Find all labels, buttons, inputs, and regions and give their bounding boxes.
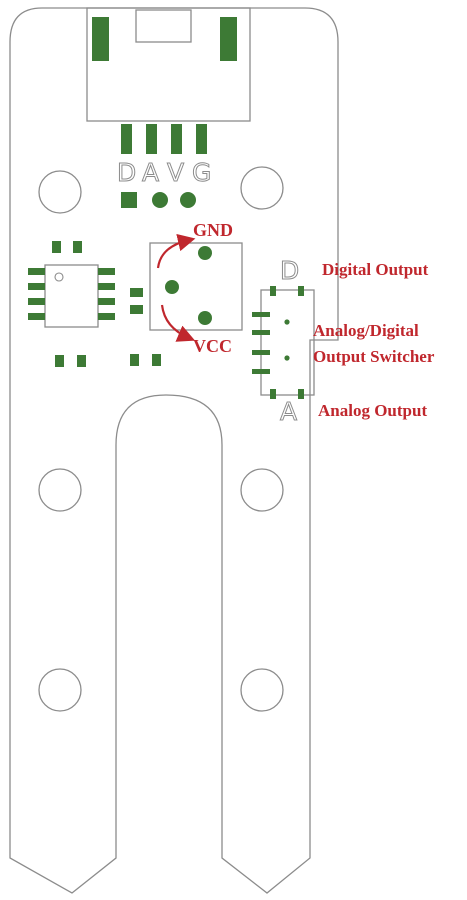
round-pad: [152, 192, 168, 208]
potentiometer-body: [149, 242, 243, 331]
ic-body: [44, 264, 99, 328]
mounting-hole: [240, 468, 284, 512]
smd-resistor: [130, 354, 161, 366]
potentiometer: GND VCC: [149, 220, 243, 356]
analog-output-label: Analog Output: [318, 401, 427, 420]
mounting-hole: [38, 170, 82, 214]
output-switcher-jumper: D A: [252, 256, 315, 427]
connector-latch: [135, 9, 192, 43]
round-pad: [180, 192, 196, 208]
connector-pad-right: [220, 17, 237, 61]
connector-outline: [86, 7, 251, 122]
pin-pad-g: [196, 124, 207, 154]
pin-pad-v: [171, 124, 182, 154]
header-pin-pads: [121, 124, 207, 154]
ic-chip: [28, 264, 115, 328]
arrow-to-gnd: [156, 233, 196, 269]
smd-resistor: [52, 241, 82, 253]
square-pad: [121, 192, 137, 208]
smd-components: [52, 241, 161, 367]
jumper-pin: [284, 319, 290, 325]
pin-letter-d: D: [117, 158, 136, 187]
connector-pad-left: [92, 17, 109, 61]
board-outline: [9, 7, 339, 894]
jumper-letter-a: A: [280, 397, 297, 426]
jumper-pin: [284, 355, 290, 361]
mounting-holes: [38, 166, 284, 712]
ic-pin1-marker: [54, 272, 64, 282]
gnd-label: GND: [193, 220, 233, 240]
pin-letter-v: V: [167, 158, 184, 187]
pin-pad-d: [121, 124, 132, 154]
jumper-outline: [260, 289, 315, 396]
pin-pad-a: [146, 124, 157, 154]
potentiometer-pin-gnd: [198, 246, 212, 260]
mounting-hole: [240, 668, 284, 712]
header-connector: [86, 7, 251, 122]
mounting-hole: [38, 468, 82, 512]
pin-letter-a: A: [142, 158, 159, 187]
mounting-hole: [240, 166, 284, 210]
digital-output-label: Digital Output: [322, 260, 429, 279]
switcher-label-line2: Output Switcher: [313, 347, 435, 366]
pin-letter-g: G: [192, 158, 211, 187]
arrow-to-vcc: [160, 304, 196, 342]
through-hole-pads: [121, 192, 196, 208]
mounting-hole: [38, 668, 82, 712]
potentiometer-pin-wiper: [165, 280, 179, 294]
jumper-letter-d: D: [280, 256, 299, 285]
vcc-label: VCC: [193, 336, 232, 356]
smd-capacitor: [130, 288, 143, 314]
switcher-label-line1: Analog/Digital: [313, 321, 419, 340]
smd-resistor: [55, 355, 86, 367]
potentiometer-pin-vcc: [198, 311, 212, 325]
